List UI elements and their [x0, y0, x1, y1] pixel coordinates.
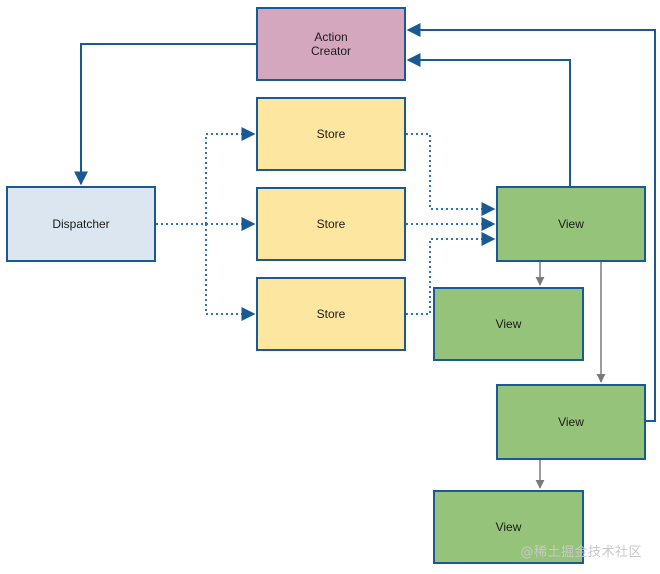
action-creator-label-line2: Creator	[310, 44, 351, 58]
store-3-label: Store	[316, 307, 346, 321]
view-1-label: View	[558, 217, 584, 231]
action-creator-node: Action Creator	[256, 7, 406, 81]
view-node-4: View	[433, 490, 584, 564]
view-3-label: View	[558, 415, 584, 429]
dispatcher-node: Dispatcher	[6, 186, 156, 262]
edge-dispatcher-to-store-3	[156, 223, 256, 321]
view-node-1: View	[496, 186, 646, 262]
edge-view-3-to-action	[406, 23, 656, 422]
action-creator-label-line1: Action	[314, 30, 348, 44]
edge-action-to-dispatcher	[74, 43, 256, 186]
view-node-3: View	[496, 384, 646, 460]
store-node-3: Store	[256, 277, 406, 351]
store-node-2: Store	[256, 187, 406, 261]
store-node-1: Store	[256, 97, 406, 171]
edge-view-1-to-action	[406, 53, 571, 186]
store-2-label: Store	[316, 217, 346, 231]
edge-store-1-to-view-1	[406, 133, 496, 216]
edge-dispatcher-to-store-1	[156, 127, 256, 225]
store-1-label: Store	[316, 127, 346, 141]
view-node-2: View	[433, 287, 584, 361]
view-4-label: View	[495, 520, 522, 534]
edge-store-3-to-view-1	[406, 232, 496, 315]
view-2-label: View	[495, 317, 522, 331]
watermark-text: @稀土掘金技术社区	[520, 545, 642, 560]
dispatcher-label: Dispatcher	[52, 217, 110, 231]
